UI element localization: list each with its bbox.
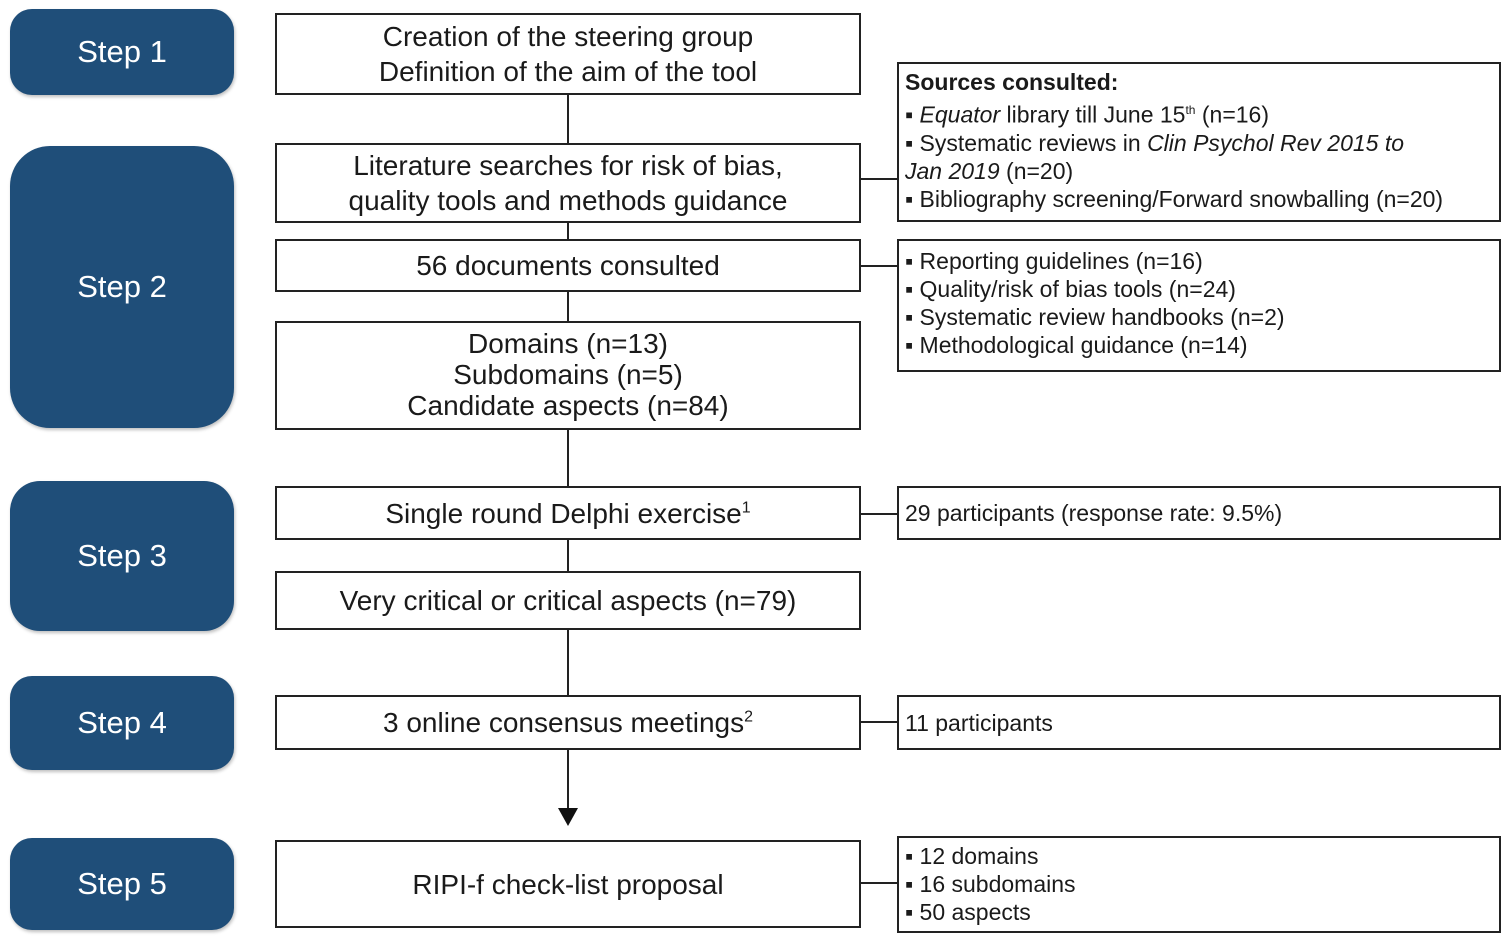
- proposal-contents-box: ▪ 12 domains ▪ 16 subdomains ▪ 50 aspect…: [897, 836, 1501, 933]
- sources-item-1-text: library till June 15: [1000, 101, 1186, 128]
- step-4-label: Step 4: [10, 676, 234, 770]
- step-4-text: Step 4: [77, 705, 167, 740]
- domains-line-3: Candidate aspects (n=84): [407, 389, 729, 421]
- sources-item-2-em: Clin Psychol Rev 2015 to: [1147, 129, 1405, 156]
- sources-heading: Sources consulted:: [905, 69, 1119, 95]
- connector-docs-domains: [567, 291, 569, 322]
- meeting-participants-box: 11 participants: [897, 695, 1501, 750]
- breakdown-item-text: Methodological guidance (n=14): [919, 332, 1248, 358]
- connector-meetings-participants: [861, 721, 897, 723]
- bullet-icon: ▪: [905, 304, 914, 330]
- connector-delphi-critical: [567, 539, 569, 572]
- literature-box: Literature searches for risk of bias, qu…: [275, 143, 861, 223]
- critical-aspects-box: Very critical or critical aspects (n=79): [275, 571, 861, 630]
- breakdown-item-text: Quality/risk of bias tools (n=24): [919, 276, 1236, 302]
- proposal-item-text: 16 subdomains: [919, 871, 1076, 897]
- sources-item-2-text: Systematic reviews in: [919, 129, 1148, 156]
- connector-domains-delphi: [567, 429, 569, 487]
- breakdown-item: ▪ Quality/risk of bias tools (n=24): [905, 275, 1493, 303]
- proposal-text: RIPI-f check-list proposal: [412, 868, 724, 900]
- bullet-icon: ▪: [905, 248, 914, 274]
- documents-text: 56 documents consulted: [416, 250, 720, 281]
- connector-docs-breakdown: [861, 265, 897, 267]
- bullet-icon: ▪: [905, 276, 914, 302]
- sources-item-1: ▪ Equator library till June 15th (n=16): [905, 96, 1493, 129]
- proposal-item-text: 12 domains: [919, 843, 1039, 869]
- meetings-footnote: 2: [744, 708, 754, 726]
- meetings-text: 3 online consensus meetings2: [383, 705, 753, 740]
- sources-item-2-count: (n=20): [999, 157, 1074, 184]
- breakdown-item-text: Reporting guidelines (n=16): [919, 248, 1203, 274]
- proposal-item: ▪ 12 domains: [905, 842, 1493, 870]
- domains-line-2: Subdomains (n=5): [453, 359, 683, 391]
- bullet-icon: ▪: [905, 843, 914, 869]
- critical-text: Very critical or critical aspects (n=79): [339, 585, 797, 616]
- meeting-participants-text: 11 participants: [905, 709, 1053, 736]
- delphi-label: Single round Delphi exercise: [385, 497, 742, 529]
- literature-line-1: Literature searches for risk of bias,: [353, 150, 783, 181]
- connector-delphi-participants: [861, 513, 897, 515]
- sources-item-3: ▪ Bibliography screening/Forward snowbal…: [905, 185, 1493, 213]
- connector-meetings-arrow: [567, 749, 569, 809]
- proposal-item-text: 50 aspects: [919, 899, 1031, 925]
- bullet-icon: ▪: [905, 129, 914, 156]
- connector-proposal-contents: [861, 882, 897, 884]
- step-3-label: Step 3: [10, 481, 234, 631]
- connector-lit-docs: [567, 222, 569, 240]
- meetings-label: 3 online consensus meetings: [382, 707, 745, 738]
- bullet-icon: ▪: [905, 871, 914, 897]
- bullet-icon: ▪: [905, 101, 914, 128]
- documents-breakdown-box: ▪ Reporting guidelines (n=16) ▪ Quality/…: [897, 239, 1501, 372]
- creation-line-1: Creation of the steering group: [382, 21, 754, 52]
- connector-lit-sources: [861, 178, 897, 180]
- sources-item-1-count: (n=16): [1195, 101, 1269, 128]
- documents-box: 56 documents consulted: [275, 239, 861, 292]
- delphi-participants-box: 29 participants (response rate: 9.5%): [897, 486, 1501, 540]
- step-5-text: Step 5: [77, 866, 167, 901]
- proposal-item: ▪ 16 subdomains: [905, 870, 1493, 898]
- bullet-icon: ▪: [905, 899, 914, 925]
- step-5-label: Step 5: [10, 838, 234, 930]
- creation-box: Creation of the steering group Definitio…: [275, 13, 861, 95]
- sources-item-3-text: Bibliography screening/Forward snowballi…: [919, 185, 1444, 212]
- sources-box: Sources consulted: ▪ Equator library til…: [897, 62, 1501, 222]
- sources-item-2: ▪ Systematic reviews in Clin Psychol Rev…: [905, 129, 1493, 157]
- delphi-text: Single round Delphi exercise1: [385, 496, 750, 531]
- domains-box: Domains (n=13) Subdomains (n=5) Candidat…: [275, 321, 861, 430]
- arrow-down-icon: [558, 808, 578, 826]
- delphi-footnote: 1: [741, 499, 751, 517]
- connector-1-2: [567, 94, 569, 144]
- step-1-text: Step 1: [77, 34, 167, 69]
- step-2-label: Step 2: [10, 146, 234, 428]
- step-1-label: Step 1: [10, 9, 234, 95]
- breakdown-item: ▪ Systematic review handbooks (n=2): [905, 303, 1493, 331]
- sources-item-2-cont: Jan 2019 (n=20): [905, 157, 1493, 185]
- breakdown-item-text: Systematic review handbooks (n=2): [919, 304, 1285, 330]
- literature-line-2: quality tools and methods guidance: [348, 185, 788, 216]
- step-3-text: Step 3: [77, 538, 167, 573]
- sources-item-1-sup: th: [1185, 103, 1196, 117]
- breakdown-item: ▪ Methodological guidance (n=14): [905, 331, 1493, 359]
- breakdown-item: ▪ Reporting guidelines (n=16): [905, 247, 1493, 275]
- proposal-box: RIPI-f check-list proposal: [275, 840, 861, 928]
- domains-line-1: Domains (n=13): [468, 328, 668, 360]
- connector-critical-meetings: [567, 629, 569, 696]
- delphi-box: Single round Delphi exercise1: [275, 486, 861, 540]
- bullet-icon: ▪: [905, 332, 914, 358]
- sources-item-1-em: Equator: [919, 101, 1001, 128]
- proposal-item: ▪ 50 aspects: [905, 898, 1493, 926]
- bullet-icon: ▪: [905, 185, 914, 212]
- step-2-text: Step 2: [77, 269, 167, 304]
- sources-item-2-em2: Jan 2019: [905, 157, 1000, 184]
- meetings-box: 3 online consensus meetings2: [275, 695, 861, 750]
- creation-line-2: Definition of the aim of the tool: [378, 56, 758, 87]
- delphi-participants-text: 29 participants (response rate: 9.5%): [905, 500, 1283, 526]
